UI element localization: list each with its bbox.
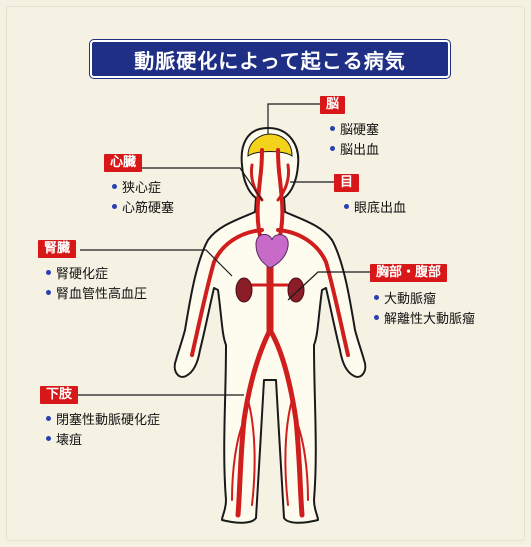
bullet-icon — [374, 314, 379, 320]
list-item: 脳出血 — [330, 138, 379, 158]
bullet-icon — [344, 203, 349, 209]
list-item: 閉塞性動脈硬化症 — [46, 408, 160, 428]
abdomen-disease-list: 大動脈瘤 解離性大動脈瘤 — [374, 287, 475, 327]
tag-chest-abdomen: 胸部・腹部 — [370, 264, 448, 282]
bullet-icon — [46, 415, 51, 421]
heart-organ — [255, 234, 289, 269]
eye-disease-list: 眼底出血 — [344, 196, 406, 216]
leader-lines — [64, 103, 370, 396]
brain-disease-list: 脳硬塞 脳出血 — [330, 118, 379, 158]
tag-heart: 心臓 — [104, 154, 143, 172]
bullet-icon — [46, 435, 51, 441]
bullet-icon — [46, 269, 51, 275]
bullet-icon — [112, 183, 117, 189]
tag-brain: 脳 — [320, 96, 346, 114]
kidney-disease-list: 腎硬化症 腎血管性高血圧 — [46, 262, 147, 302]
legs-disease-list: 閉塞性動脈硬化症 壊疽 — [46, 408, 160, 448]
left-kidney — [235, 277, 253, 303]
bullet-icon — [330, 125, 335, 131]
tag-kidney: 腎臓 — [38, 240, 77, 258]
bullet-icon — [46, 289, 51, 295]
list-item: 腎硬化症 — [46, 262, 147, 282]
list-item: 腎血管性高血圧 — [46, 282, 147, 302]
heart-disease-list: 狭心症 心筋硬塞 — [112, 176, 174, 216]
bullet-icon — [374, 294, 379, 300]
brain-shape — [247, 133, 293, 157]
diagram-title: 動脈硬化によって起こる病気 — [90, 40, 450, 78]
list-item: 壊疽 — [46, 428, 160, 448]
tag-eye: 目 — [334, 174, 360, 192]
list-item: 眼底出血 — [344, 196, 406, 216]
list-item: 狭心症 — [112, 176, 174, 196]
bullet-icon — [112, 203, 117, 209]
artery-network — [190, 148, 350, 518]
list-item: 心筋硬塞 — [112, 196, 174, 216]
bullet-icon — [330, 145, 335, 151]
list-item: 脳硬塞 — [330, 118, 379, 138]
tag-legs: 下肢 — [40, 386, 79, 404]
list-item: 大動脈瘤 — [374, 287, 475, 307]
list-item: 解離性大動脈瘤 — [374, 307, 475, 327]
